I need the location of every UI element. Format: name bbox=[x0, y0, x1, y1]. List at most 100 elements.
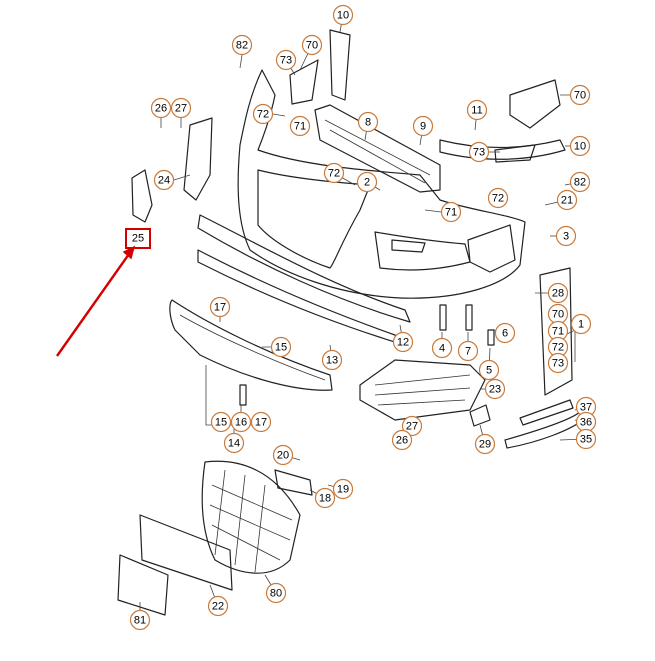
callout-c70a[interactable]: 70 bbox=[301, 34, 323, 56]
callout-label: 20 bbox=[277, 450, 289, 462]
callout-c70b[interactable]: 70 bbox=[569, 84, 591, 106]
callout-c27a[interactable]: 27 bbox=[170, 97, 192, 119]
callout-label: 15 bbox=[275, 342, 287, 354]
callout-c1[interactable]: 1 bbox=[570, 313, 592, 335]
callout-label: 26 bbox=[155, 103, 167, 115]
callout-c70c[interactable]: 70 bbox=[547, 303, 569, 325]
callout-c73c[interactable]: 73 bbox=[547, 352, 569, 374]
callout-circle bbox=[357, 111, 379, 133]
callout-label: 35 bbox=[580, 434, 592, 446]
grille-insert bbox=[359, 359, 486, 421]
callout-label: 19 bbox=[337, 484, 349, 496]
callout-c11[interactable]: 11 bbox=[466, 99, 488, 121]
callout-c4[interactable]: 4 bbox=[431, 337, 453, 359]
callout-c72c[interactable]: 72 bbox=[487, 187, 509, 209]
callout-c15a[interactable]: 15 bbox=[270, 336, 292, 358]
callout-circle bbox=[474, 433, 496, 455]
callout-c17b[interactable]: 17 bbox=[250, 411, 272, 433]
callout-c21[interactable]: 21 bbox=[556, 189, 578, 211]
callout-label: 71 bbox=[552, 326, 564, 338]
callout-circle bbox=[272, 444, 294, 466]
callout-circle bbox=[223, 432, 245, 454]
callout-label: 72 bbox=[492, 193, 504, 205]
callout-label: 80 bbox=[270, 588, 282, 600]
callout-c71b[interactable]: 71 bbox=[440, 201, 462, 223]
callout-c73b[interactable]: 73 bbox=[468, 141, 490, 163]
callout-circle bbox=[170, 97, 192, 119]
callout-c71a[interactable]: 71 bbox=[289, 115, 311, 137]
callout-circle bbox=[547, 352, 569, 374]
callout-label: 15 bbox=[215, 417, 227, 429]
callout-circle bbox=[487, 187, 509, 209]
callout-c81[interactable]: 81 bbox=[129, 609, 151, 631]
callout-c16[interactable]: 16 bbox=[230, 411, 252, 433]
callout-c72d[interactable]: 72 bbox=[547, 336, 569, 358]
callout-label: 36 bbox=[580, 417, 592, 429]
callout-circle bbox=[391, 429, 413, 451]
callout-label: 18 bbox=[319, 493, 331, 505]
callout-c26b[interactable]: 26 bbox=[391, 429, 413, 451]
callout-c5[interactable]: 5 bbox=[478, 359, 500, 381]
callout-c22[interactable]: 22 bbox=[207, 595, 229, 617]
callout-c19[interactable]: 19 bbox=[332, 478, 354, 500]
callout-circle bbox=[332, 4, 354, 26]
callout-c14[interactable]: 14 bbox=[223, 432, 245, 454]
callout-c24[interactable]: 24 bbox=[153, 169, 175, 191]
callout-c27b[interactable]: 27 bbox=[401, 415, 423, 437]
callout-label: 8 bbox=[365, 117, 371, 129]
callout-c20[interactable]: 20 bbox=[272, 444, 294, 466]
callout-c6[interactable]: 6 bbox=[494, 322, 516, 344]
callout-label: 27 bbox=[175, 103, 187, 115]
callout-c23[interactable]: 23 bbox=[484, 378, 506, 400]
callout-c10b[interactable]: 10 bbox=[569, 135, 591, 157]
callout-circle bbox=[392, 331, 414, 353]
callout-label: 26 bbox=[396, 435, 408, 447]
callout-c7[interactable]: 7 bbox=[457, 340, 479, 362]
callout-circle bbox=[250, 411, 272, 433]
callout-c10a[interactable]: 10 bbox=[332, 4, 354, 26]
callout-c3[interactable]: 3 bbox=[555, 225, 577, 247]
callout-label: 71 bbox=[294, 121, 306, 133]
callout-label: 9 bbox=[420, 121, 426, 133]
callout-c2[interactable]: 2 bbox=[356, 171, 378, 193]
callout-label: 24 bbox=[158, 175, 170, 187]
callout-circle bbox=[555, 225, 577, 247]
callout-circle bbox=[230, 411, 252, 433]
callout-c17a[interactable]: 17 bbox=[209, 296, 231, 318]
callout-c35[interactable]: 35 bbox=[575, 428, 597, 450]
callout-c36[interactable]: 36 bbox=[575, 411, 597, 433]
callout-circle bbox=[332, 478, 354, 500]
callout-label: 21 bbox=[561, 195, 573, 207]
callout-c28[interactable]: 28 bbox=[547, 282, 569, 304]
callout-circle bbox=[494, 322, 516, 344]
callout-label: 11 bbox=[471, 105, 482, 117]
callout-label: 2 bbox=[364, 177, 370, 189]
red-arrow bbox=[56, 245, 136, 357]
callout-label: 10 bbox=[574, 141, 586, 153]
highlight-callout-25[interactable]: 25 bbox=[125, 228, 151, 249]
callout-circle bbox=[275, 49, 297, 71]
callout-circle bbox=[231, 34, 253, 56]
callout-c72b[interactable]: 72 bbox=[323, 162, 345, 184]
callout-c82b[interactable]: 82 bbox=[569, 171, 591, 193]
callout-c9[interactable]: 9 bbox=[412, 115, 434, 137]
callout-c18[interactable]: 18 bbox=[314, 487, 336, 509]
callout-circle bbox=[466, 99, 488, 121]
lower-trim bbox=[197, 214, 411, 323]
callout-c26a[interactable]: 26 bbox=[150, 97, 172, 119]
callout-c80[interactable]: 80 bbox=[265, 582, 287, 604]
callout-c82a[interactable]: 82 bbox=[231, 34, 253, 56]
callout-c12[interactable]: 12 bbox=[392, 331, 414, 353]
bumper-bracket bbox=[314, 104, 441, 193]
highlight-box bbox=[125, 228, 151, 249]
callout-c73a[interactable]: 73 bbox=[275, 49, 297, 71]
callout-c15b[interactable]: 15 bbox=[210, 411, 232, 433]
callout-label: 10 bbox=[337, 10, 349, 22]
callout-c8[interactable]: 8 bbox=[357, 111, 379, 133]
callout-c29[interactable]: 29 bbox=[474, 433, 496, 455]
callout-circle bbox=[457, 340, 479, 362]
callout-c72a[interactable]: 72 bbox=[252, 103, 274, 125]
callout-c13[interactable]: 13 bbox=[321, 349, 343, 371]
callout-circle bbox=[440, 201, 462, 223]
